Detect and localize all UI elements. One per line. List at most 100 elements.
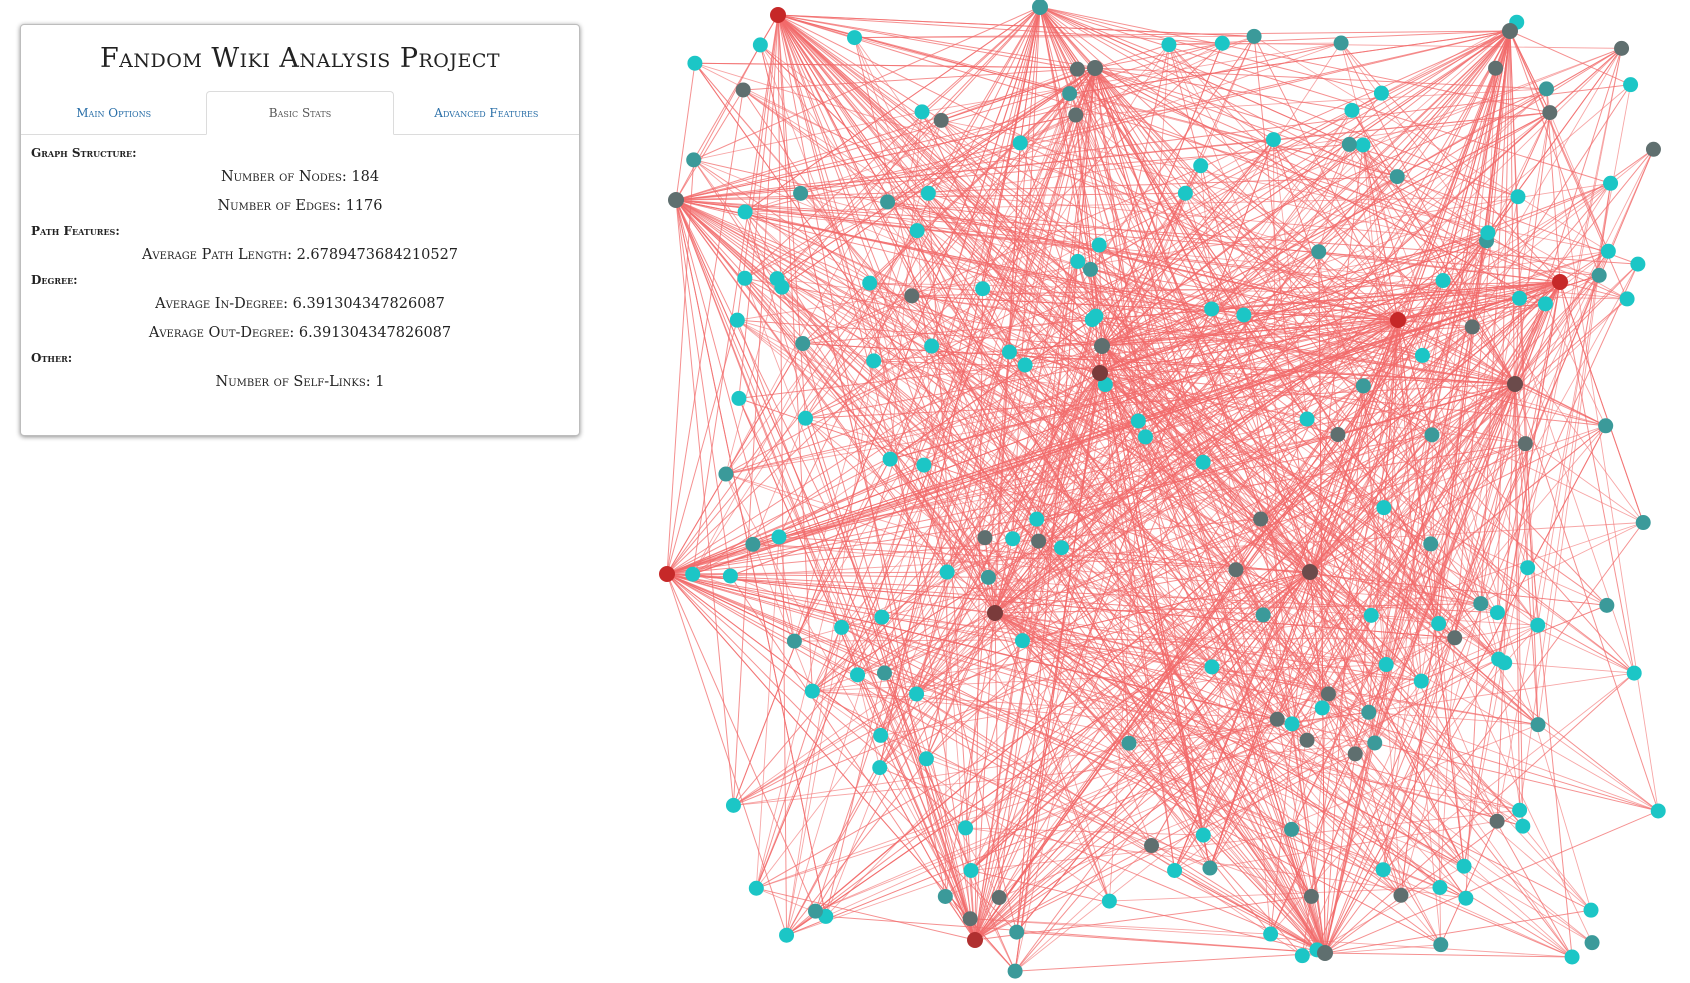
graph-node[interactable] — [1413, 673, 1429, 689]
graph-node[interactable] — [1530, 717, 1546, 733]
graph-node[interactable] — [748, 880, 764, 896]
graph-node[interactable] — [1458, 890, 1474, 906]
graph-node[interactable] — [914, 104, 930, 120]
graph-node[interactable] — [1614, 40, 1630, 56]
graph-hub-node[interactable] — [659, 566, 675, 582]
graph-node[interactable] — [1341, 136, 1357, 152]
graph-node[interactable] — [1512, 802, 1528, 818]
graph-node[interactable] — [1623, 77, 1639, 93]
graph-node[interactable] — [1515, 818, 1531, 834]
graph-node[interactable] — [1537, 296, 1553, 312]
graph-node[interactable] — [1202, 860, 1218, 876]
graph-node[interactable] — [1367, 735, 1383, 751]
tab-advanced-features[interactable]: Advanced Features — [434, 105, 539, 120]
graph-node[interactable] — [1361, 704, 1377, 720]
graph-node[interactable] — [1598, 418, 1614, 434]
graph-node[interactable] — [1489, 605, 1505, 621]
graph-node[interactable] — [1228, 562, 1244, 578]
graph-node[interactable] — [1031, 533, 1047, 549]
graph-node[interactable] — [1355, 137, 1371, 153]
graph-node[interactable] — [1488, 60, 1504, 76]
graph-node[interactable] — [1137, 429, 1153, 445]
graph-hub-node[interactable] — [1552, 274, 1568, 290]
graph-node[interactable] — [1012, 135, 1028, 151]
graph-node[interactable] — [1517, 436, 1533, 452]
graph-node[interactable] — [1294, 948, 1310, 964]
graph-hub-node[interactable] — [987, 605, 1003, 621]
graph-node[interactable] — [1299, 411, 1315, 427]
graph-hub-node[interactable] — [1087, 60, 1103, 76]
graph-node[interactable] — [795, 336, 811, 352]
graph-node[interactable] — [804, 683, 820, 699]
graph-hub-node[interactable] — [967, 932, 983, 948]
graph-node[interactable] — [1017, 357, 1033, 373]
graph-node[interactable] — [1355, 378, 1371, 394]
graph-node[interactable] — [1284, 821, 1300, 837]
graph-node[interactable] — [1583, 902, 1599, 918]
graph-node[interactable] — [1630, 256, 1646, 272]
graph-node[interactable] — [874, 609, 890, 625]
graph-node[interactable] — [1195, 827, 1211, 843]
graph-node[interactable] — [1456, 858, 1472, 874]
graph-hub-node[interactable] — [1092, 365, 1108, 381]
graph-node[interactable] — [779, 927, 795, 943]
graph-node[interactable] — [1424, 427, 1440, 443]
graph-node[interactable] — [1253, 511, 1269, 527]
graph-node[interactable] — [1204, 659, 1220, 675]
graph-node[interactable] — [1423, 536, 1439, 552]
graph-hub-node[interactable] — [1507, 376, 1523, 392]
graph-node[interactable] — [1263, 926, 1279, 942]
graph-node[interactable] — [872, 760, 888, 776]
graph-node[interactable] — [1344, 102, 1360, 118]
graph-node[interactable] — [1009, 924, 1025, 940]
graph-node[interactable] — [1299, 732, 1315, 748]
tab-basic-stats[interactable]: Basic Stats — [206, 91, 394, 135]
graph-node[interactable] — [1375, 862, 1391, 878]
graph-node[interactable] — [1520, 560, 1536, 576]
graph-node[interactable] — [752, 37, 768, 53]
graph-node[interactable] — [1001, 344, 1017, 360]
graph-node[interactable] — [1600, 243, 1616, 259]
graph-node[interactable] — [1489, 813, 1505, 829]
graph-node[interactable] — [975, 281, 991, 297]
graph-node[interactable] — [1101, 893, 1117, 909]
graph-node[interactable] — [1333, 35, 1349, 51]
graph-node[interactable] — [1480, 225, 1496, 241]
graph-node[interactable] — [1584, 935, 1600, 951]
graph-node[interactable] — [1599, 597, 1615, 613]
graph-node[interactable] — [977, 530, 993, 546]
graph-node[interactable] — [1269, 711, 1285, 727]
graph-node[interactable] — [1130, 413, 1146, 429]
graph-node[interactable] — [920, 185, 936, 201]
graph-node[interactable] — [1530, 617, 1546, 633]
graph-node[interactable] — [962, 911, 978, 927]
graph-node[interactable] — [1635, 515, 1651, 531]
graph-node[interactable] — [1376, 500, 1392, 516]
graph-node[interactable] — [1121, 735, 1137, 751]
graph-hub-node[interactable] — [770, 7, 786, 23]
graph-node[interactable] — [876, 665, 892, 681]
graph-node[interactable] — [687, 55, 703, 71]
graph-node[interactable] — [1645, 141, 1661, 157]
graph-node[interactable] — [1330, 427, 1346, 443]
graph-node[interactable] — [774, 279, 790, 295]
graph-node[interactable] — [1564, 949, 1580, 965]
graph-node[interactable] — [1082, 261, 1098, 277]
graph-node[interactable] — [1431, 616, 1447, 632]
graph-node[interactable] — [729, 312, 745, 328]
graph-node[interactable] — [798, 410, 814, 426]
graph-node[interactable] — [1193, 158, 1209, 174]
graph-node[interactable] — [1062, 86, 1078, 102]
graph-node[interactable] — [1393, 887, 1409, 903]
graph-node[interactable] — [737, 270, 753, 286]
graph-node[interactable] — [735, 82, 751, 98]
graph-node[interactable] — [1144, 838, 1160, 854]
graph-node[interactable] — [1311, 244, 1327, 260]
graph-hub-node[interactable] — [1302, 564, 1318, 580]
graph-node[interactable] — [980, 569, 996, 585]
graph-node[interactable] — [745, 536, 761, 552]
graph-node[interactable] — [1029, 511, 1045, 527]
graph-node[interactable] — [1246, 28, 1262, 44]
graph-node[interactable] — [1378, 657, 1394, 673]
